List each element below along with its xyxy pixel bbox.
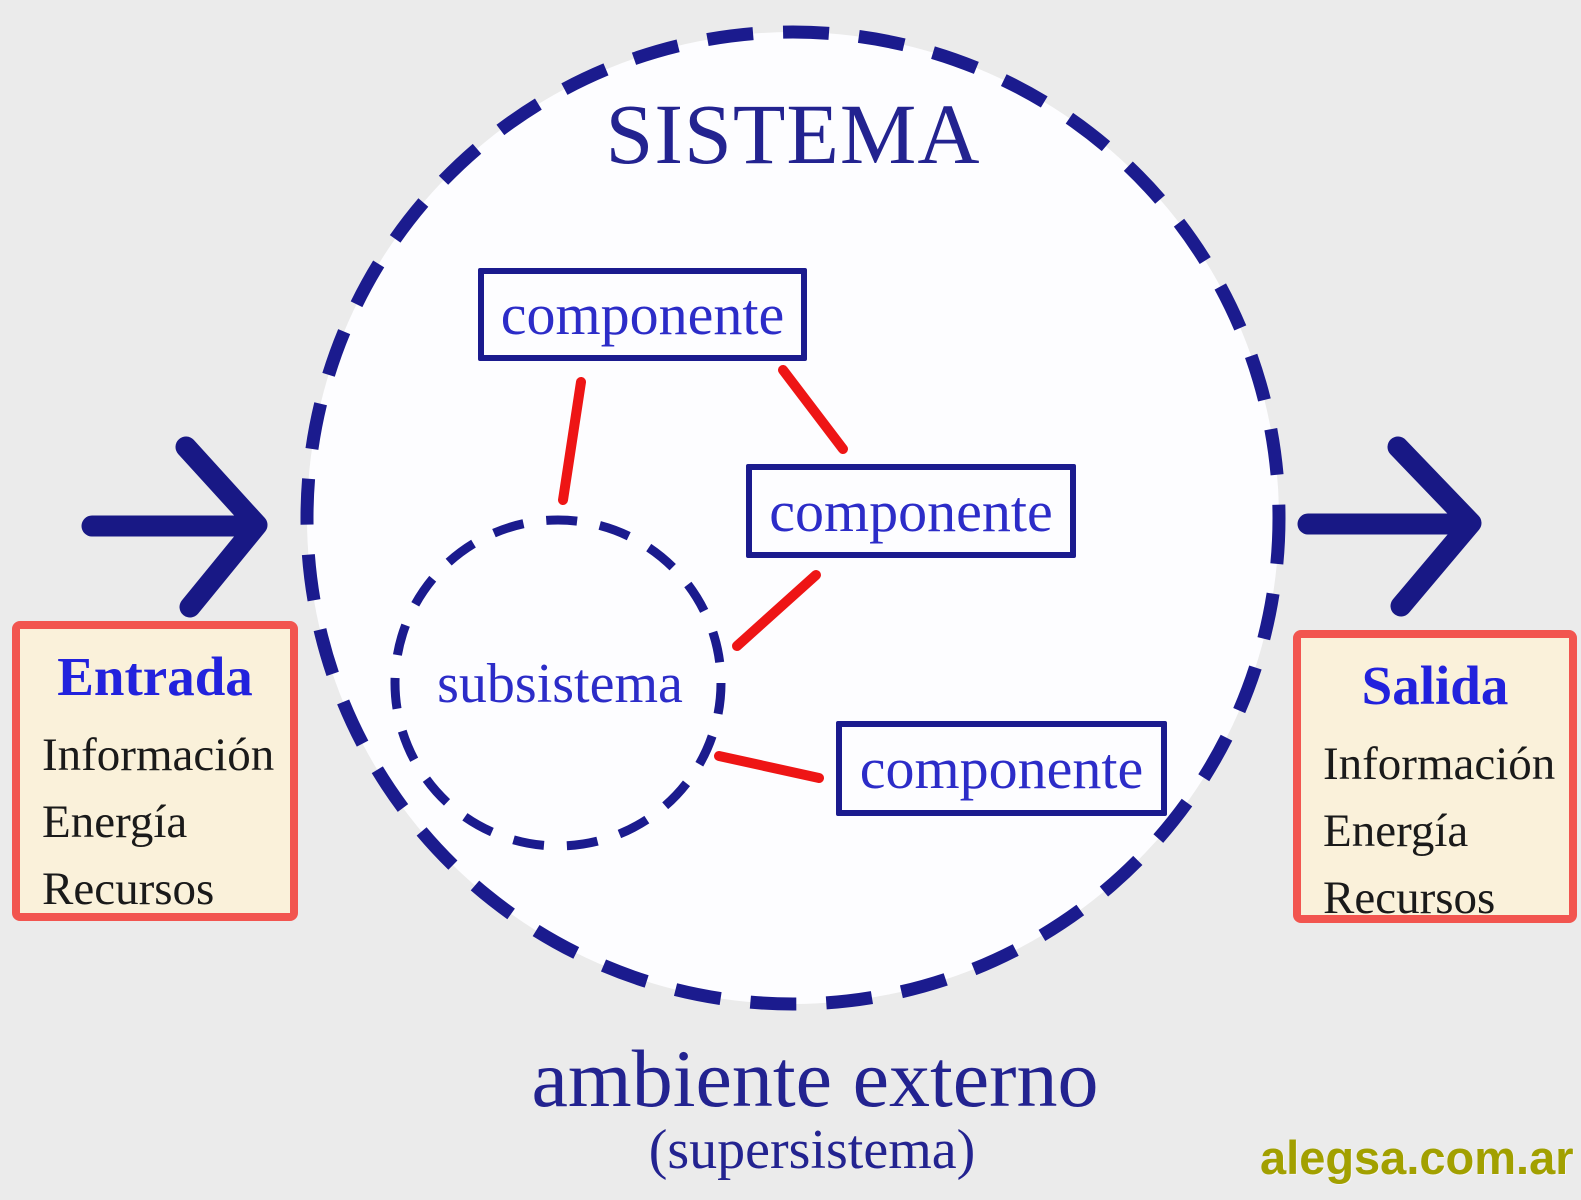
environment-label: ambiente externo	[531, 1033, 1099, 1124]
component-box-2-label: componente	[769, 478, 1053, 544]
component-box-3-label: componente	[859, 736, 1144, 801]
output-item-energia: Energía	[1323, 804, 1469, 857]
output-arrow-icon	[1297, 436, 1482, 617]
input-box: Entrada Información Energía Recursos	[12, 621, 298, 921]
output-box: Salida Información Energía Recursos	[1293, 630, 1577, 924]
connector-component1-component2	[778, 365, 848, 454]
component-box-2: componente	[746, 464, 1076, 558]
connector-subsystem-component3	[714, 751, 824, 783]
component-box-3: componente	[836, 721, 1167, 816]
input-item-energia: Energía	[42, 795, 188, 848]
watermark: alegsa.com.ar	[1260, 1131, 1574, 1184]
input-box-title: Entrada	[57, 646, 253, 707]
output-item-recursos: Recursos	[1323, 871, 1496, 924]
component-box-1-label: componente	[500, 282, 785, 347]
subsystem-circle	[390, 515, 726, 851]
input-arrow-icon	[81, 436, 268, 618]
system-title: SISTEMA	[605, 86, 981, 182]
output-box-title: Salida	[1361, 655, 1509, 716]
environment-sublabel: (supersistema)	[648, 1119, 976, 1181]
component-box-1: componente	[478, 268, 807, 361]
input-item-recursos: Recursos	[42, 862, 215, 915]
connector-component1-subsystem	[558, 377, 586, 505]
input-item-informacion: Información	[42, 729, 275, 782]
subsystem-label: subsistema	[437, 653, 683, 715]
output-item-informacion: Información	[1323, 738, 1556, 791]
connector-component2-subsystem	[732, 570, 821, 651]
